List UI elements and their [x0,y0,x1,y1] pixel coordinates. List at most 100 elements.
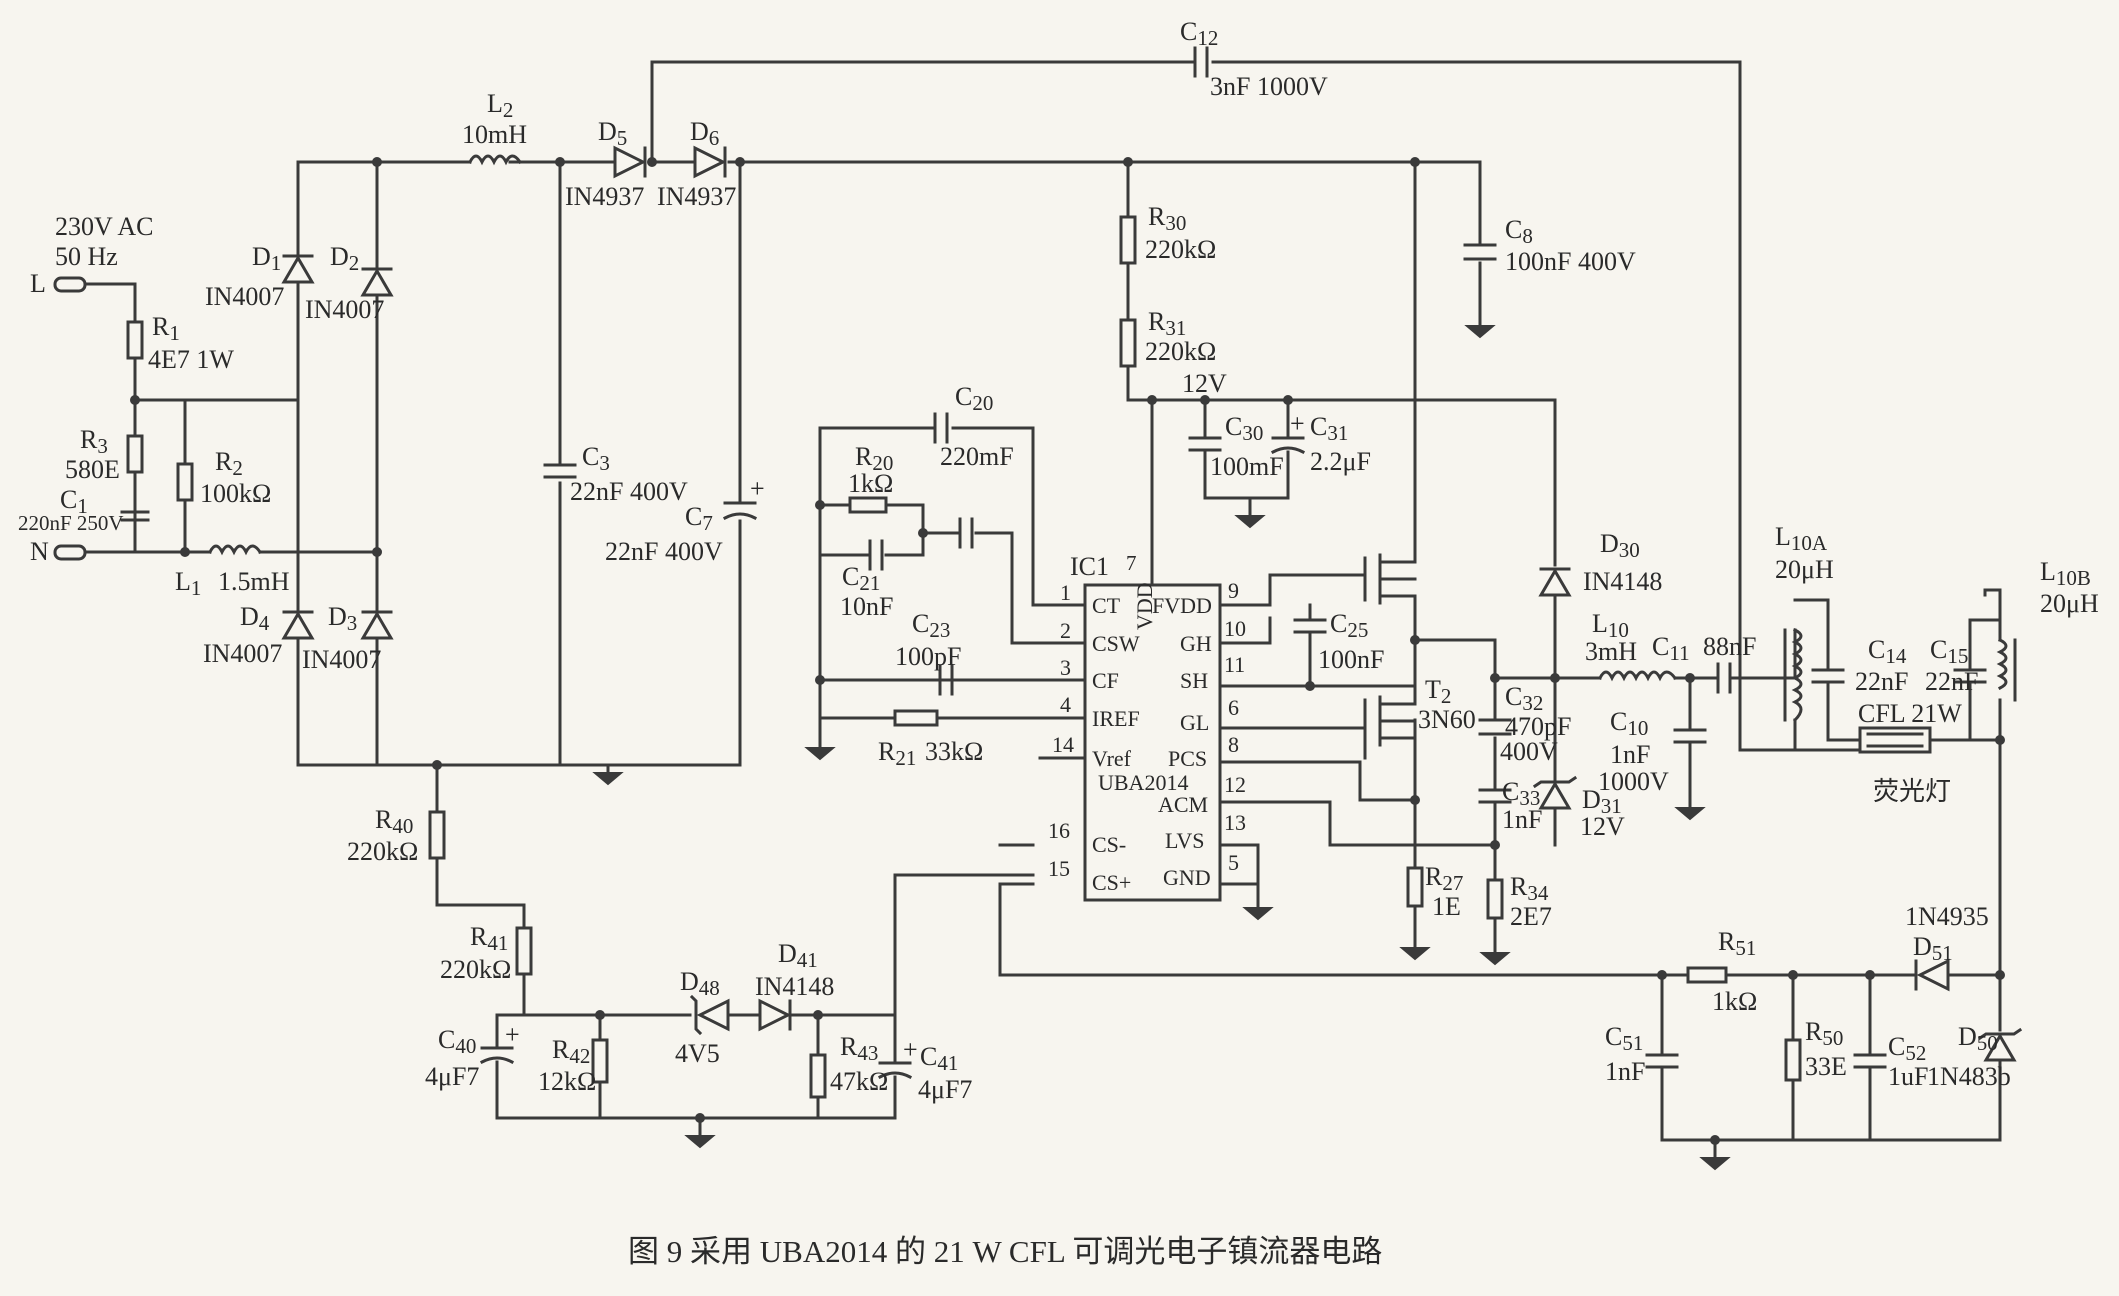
c41-label: C41 [920,1042,958,1075]
resistor-r20 [848,496,888,514]
c1-value: 220nF 250V [18,511,124,535]
mosfet-low-side [1363,695,1417,747]
d4-value: IN4007 [203,639,282,668]
ground-symbol [1243,898,1273,921]
l10-label: L10 [1592,609,1629,642]
resistor-r50 [1784,1038,1802,1082]
r2-value: 100kΩ [200,479,271,508]
ic-pin-pcs: PCS [1168,746,1207,771]
ground-symbol [1465,316,1495,339]
r41-label: R41 [470,922,508,955]
capacitor-c41: + [877,1035,918,1080]
t2-label: T2 [1425,675,1451,708]
ic-pin-lvs: LVS [1165,828,1205,853]
ic-pin-gh: GH [1180,631,1212,656]
capacitor-c3 [543,463,577,479]
d3-value: IN4007 [302,645,381,674]
d4-label: D4 [240,602,270,635]
r40-label: R40 [375,805,413,838]
mosfet-high-side [1363,553,1417,605]
l1-label: L1 [175,567,201,600]
r1-value: 4E7 1W [148,345,234,374]
ic-name: IC1 [1070,552,1109,581]
c21-label: C21 [842,562,880,595]
ic-pin-8-num: 8 [1228,732,1239,757]
r3-value: 580E [65,455,120,484]
inductor-l10 [1597,670,1678,682]
d50-value: 1N483b [1927,1062,2011,1091]
ic-pin-12-num: 12 [1224,772,1246,797]
diode-d3 [360,610,394,640]
c30-value: 100mF [1210,452,1284,481]
d5-label: D5 [598,117,627,150]
r21-value: 33kΩ [925,737,983,766]
svg-text:+: + [903,1035,918,1064]
d2-label: D2 [330,242,359,275]
ic-pin-16-num: 16 [1048,818,1070,843]
d50-label: D50 [1958,1022,1998,1055]
ic-pin-10-num: 10 [1224,616,1246,641]
d31-label: D31 [1582,785,1622,818]
junctions [130,157,2005,1145]
c41-value: 4μF7 [918,1075,972,1104]
capacitor-c10 [1673,728,1707,744]
r43-label: R43 [840,1032,878,1065]
capacitor-c15 [1953,668,1987,684]
ic-pin-sh: SH [1180,668,1208,693]
c10-value: 1nF [1610,740,1650,769]
diode-d48 [689,994,730,1036]
diode-d5 [613,145,647,179]
resistor-r30 [1119,215,1137,265]
c32-voltage: 400V [1500,737,1558,766]
capacitor-c23 [938,664,954,696]
cfl-chinese-label: 荧光灯 [1873,777,1951,806]
svg-text:+: + [505,1020,520,1049]
resistor-r3 [126,434,144,474]
l10a-value: 20μH [1775,555,1834,584]
capacitor-c12 [1193,46,1209,78]
capacitor-c51 [1645,1053,1679,1069]
l2-value: 10mH [462,120,527,149]
c7-label: C7 [685,502,713,535]
resistor-r42 [591,1038,609,1084]
r42-value: 12kΩ [538,1067,596,1096]
c12-value: 3nF 1000V [1210,72,1328,101]
d1-value: IN4007 [205,282,284,311]
resistor-r31 [1119,318,1137,368]
c51-label: C51 [1605,1022,1643,1055]
d41-value: IN4148 [755,972,834,1001]
c3-value: 22nF 400V [570,477,688,506]
ic-pin-1-num: 1 [1060,580,1071,605]
ic-pin-5-num: 5 [1228,850,1239,875]
c14-value: 22nF [1855,667,1908,696]
cfl-lamp [1858,726,1932,754]
diode-d31 [1532,775,1578,810]
d3-label: D3 [328,602,357,635]
r20-label: R20 [855,442,893,475]
diode-d1 [281,254,315,284]
terminal-n-label: N [30,537,49,566]
ic-pin-4-num: 4 [1060,692,1071,717]
input-frequency-label: 50 Hz [55,242,118,271]
c23-label: C23 [912,609,950,642]
figure-caption: 图 9 采用 UBA2014 的 21 W CFL 可调光电子镇流器电路 [628,1234,1382,1269]
ic-pin-9-num: 9 [1228,578,1239,603]
ic-pin-cf: CF [1092,668,1119,693]
ic-pin-15-num: 15 [1048,856,1070,881]
ic-pin-cs-minus: CS- [1092,832,1126,857]
ground-symbol [1480,943,1510,966]
diode-d50 [1977,1027,2023,1062]
ic-pin-gl: GL [1180,710,1209,735]
l10b-value: 20μH [2040,589,2099,618]
r42-label: R42 [552,1035,590,1068]
ground-symbol [1675,798,1705,821]
r51-label: R51 [1718,927,1756,960]
l10a-label: L10A [1775,522,1828,555]
c20-label: C20 [955,382,993,415]
l1-value: 1.5mH [218,567,290,596]
resistor-r27 [1406,866,1424,908]
inductor-l2 [467,154,523,166]
svg-text:+: + [1290,409,1305,438]
